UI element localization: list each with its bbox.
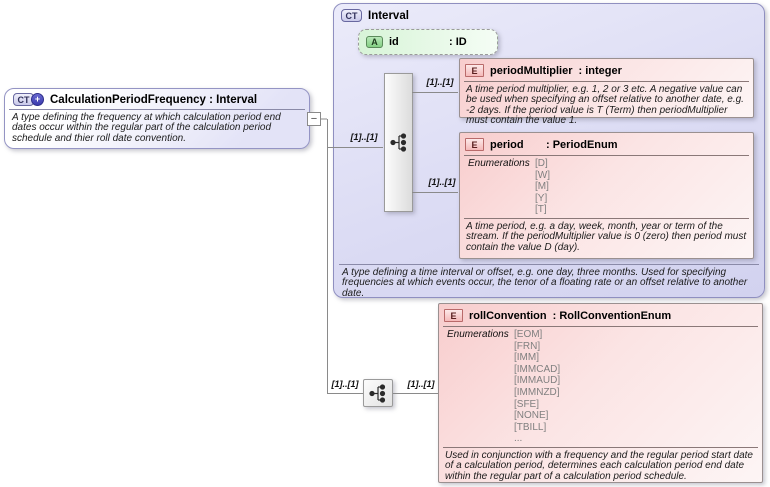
enumerations-label: Enumerations — [447, 329, 509, 340]
enum-value: [IMMNZD] — [514, 386, 560, 398]
attribute-badge: A — [366, 36, 383, 48]
enum-value: [M] — [535, 181, 549, 193]
enumerations-row: Enumerations [EOM][FRN][IMM][IMMCAD][IMM… — [439, 327, 762, 447]
enum-value: [TBILL] — [514, 421, 547, 433]
node-header: CT Interval — [334, 4, 764, 22]
element-type: : RollConventionEnum — [552, 309, 672, 322]
enum-value: [W] — [535, 169, 550, 181]
element-header: E rollConvention : RollConventionEnum — [439, 304, 762, 326]
enumeration-values: [EOM][FRN][IMM][IMMCAD][IMMAUD][IMMNZD][… — [514, 329, 560, 445]
element-period[interactable]: E period : PeriodEnum Enumerations [D][W… — [459, 132, 754, 259]
sequence-compositor-roll[interactable] — [363, 379, 393, 407]
collapse-toggle[interactable]: − — [307, 112, 321, 126]
element-period-multiplier[interactable]: E periodMultiplier : integer A time peri… — [459, 58, 754, 126]
enum-value: [D] — [535, 158, 548, 169]
sequence-icon — [369, 383, 386, 403]
divider — [464, 81, 749, 82]
element-description: Used in conjunction with a frequency and… — [445, 449, 753, 482]
attribute-type: : ID — [449, 36, 467, 48]
enum-value: [NONE] — [514, 410, 549, 422]
enum-value: [IMM] — [514, 352, 539, 364]
enumerations-label: Enumerations — [468, 158, 530, 169]
complex-type-badge: CT — [341, 9, 362, 22]
element-name: periodMultiplier — [490, 64, 573, 77]
node-description: A type defining the frequency at which c… — [12, 112, 281, 144]
element-type: : integer — [578, 64, 622, 77]
enum-value: [FRN] — [514, 340, 541, 352]
enum-value: ... — [514, 433, 523, 445]
element-type: : PeriodEnum — [546, 138, 618, 151]
element-description: A time period multiplier, e.g. 1, 2 or 3… — [466, 84, 744, 127]
multiplicity-label: [1]..[1] — [426, 77, 454, 87]
node-header: CT + CalculationPeriodFrequency : Interv… — [5, 89, 309, 106]
element-header: E periodMultiplier : integer — [460, 59, 753, 81]
divider — [464, 155, 749, 156]
element-name: rollConvention — [469, 309, 547, 322]
enum-value: [IMMAUD] — [514, 375, 561, 387]
divider — [443, 326, 758, 327]
enum-value: [SFE] — [514, 398, 540, 410]
minus-icon: − — [310, 112, 318, 125]
element-badge: E — [465, 138, 484, 151]
sequence-icon — [389, 133, 406, 152]
element-header: E period : PeriodEnum — [460, 133, 753, 155]
enumerations-row: Enumerations [D][W][M][Y][T] — [460, 156, 753, 218]
multiplicity-label: [1]..[1] — [331, 379, 359, 389]
node-calculation-period-frequency[interactable]: CT + CalculationPeriodFrequency : Interv… — [4, 88, 310, 149]
element-roll-convention[interactable]: E rollConvention : RollConventionEnum En… — [438, 303, 763, 483]
derived-type-icon: + — [31, 93, 44, 106]
divider — [443, 446, 758, 448]
node-title: Interval — [368, 9, 409, 22]
enum-value: [Y] — [535, 192, 548, 204]
attribute-name: id — [389, 36, 399, 48]
multiplicity-label: [1]..[1] — [350, 132, 378, 142]
divider — [9, 109, 305, 110]
element-description: A time period, e.g. a day, week, month, … — [466, 220, 747, 253]
enumeration-values: [D][W][M][Y][T] — [535, 158, 550, 216]
enum-value: [EOM] — [514, 329, 543, 340]
multiplicity-label: [1]..[1] — [428, 177, 456, 187]
element-badge: E — [444, 309, 463, 322]
element-name: period — [490, 138, 524, 151]
node-interval[interactable]: CT Interval A id : ID — [333, 3, 765, 299]
divider — [339, 264, 759, 265]
element-badge: E — [465, 64, 484, 77]
attribute-id[interactable]: A id : ID — [358, 29, 498, 55]
node-title: CalculationPeriodFrequency : Interval — [50, 93, 258, 106]
multiplicity-label: [1]..[1] — [407, 379, 435, 389]
enum-value: [IMMCAD] — [514, 363, 561, 375]
node-description: A type defining a time interval or offse… — [342, 267, 748, 299]
sequence-compositor[interactable] — [384, 73, 413, 212]
enum-value: [T] — [535, 204, 547, 216]
divider — [464, 217, 749, 219]
